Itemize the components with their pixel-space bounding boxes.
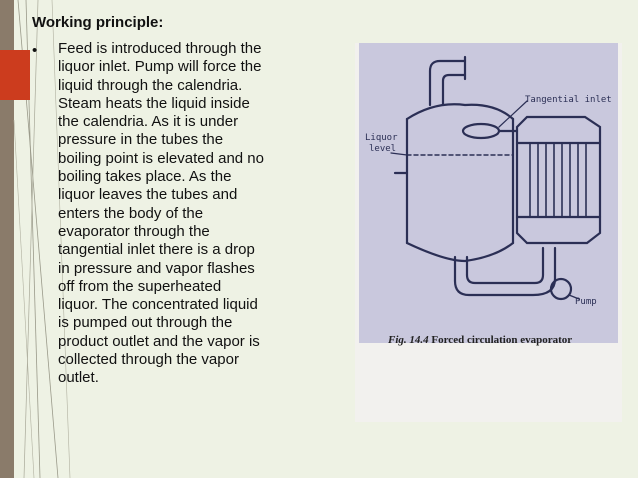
label-tangential-inlet: Tangential inlet <box>525 95 612 105</box>
left-decor-strip <box>0 0 14 478</box>
figure-caption-text: Forced circulation evaporator <box>431 334 573 346</box>
evaporator-diagram <box>355 43 622 422</box>
evaporator-figure-photo: Tangential inlet Liquor level Pump <box>355 43 622 422</box>
bullet-marker: • <box>32 42 38 59</box>
label-pump: Pump <box>575 297 597 307</box>
slide-title: Working principle: <box>32 14 164 31</box>
body-paragraph: Feed is introduced through the liquor in… <box>58 40 264 387</box>
figure-caption: Fig. 14.4 Forced circulation evaporator <box>388 334 572 346</box>
accent-tab <box>0 50 30 100</box>
figure-caption-number: Fig. 14.4 <box>388 334 429 346</box>
label-liquor-line2: level <box>369 144 397 154</box>
label-liquor-line1: Liquor <box>365 133 398 143</box>
